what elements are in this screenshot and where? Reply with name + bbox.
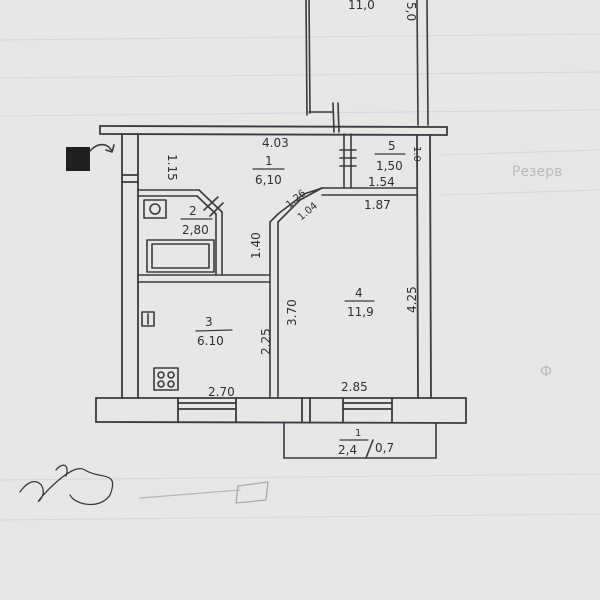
room-5-area: 1,50 bbox=[376, 159, 403, 173]
dim-2-70: 2.70 bbox=[208, 385, 235, 399]
room-3-rule bbox=[195, 329, 233, 332]
extension-area: 11,0 bbox=[348, 0, 375, 12]
room-4-number: 4 bbox=[355, 286, 363, 300]
balcony-depth: 0,7 bbox=[375, 441, 394, 455]
dim-4-25: 4.25 bbox=[405, 286, 419, 313]
dim-2-85: 2.85 bbox=[341, 380, 368, 394]
entry-stamp bbox=[66, 147, 90, 171]
dim-1-87: 1.87 bbox=[364, 198, 391, 212]
entry-arrow-icon bbox=[89, 143, 115, 153]
room-3-area: 6.10 bbox=[197, 334, 224, 348]
dim-2-25: 2.25 bbox=[259, 328, 273, 355]
interior-walls bbox=[137, 133, 418, 399]
dim-1-0: 1.0 bbox=[411, 146, 422, 162]
room-1-number: 1 bbox=[265, 154, 273, 168]
balcony-number: 1 bbox=[355, 428, 361, 439]
top-extension bbox=[305, 0, 429, 133]
bg-text-reserve: Резерв bbox=[512, 164, 562, 180]
room-4-area: 11,9 bbox=[347, 305, 374, 319]
outer-walls bbox=[95, 125, 467, 424]
room-2-area: 2,80 bbox=[182, 223, 209, 237]
top-wall-dim: 4.03 bbox=[262, 136, 289, 150]
dim-3-70: 3.70 bbox=[285, 299, 299, 326]
extension-side-dim: 5,0 bbox=[404, 2, 418, 21]
signature-scribble bbox=[19, 464, 269, 506]
dim-1-54: 1.54 bbox=[368, 175, 395, 189]
bg-text-mark: Ф bbox=[540, 364, 552, 380]
balcony-width: 2,4 bbox=[338, 443, 357, 457]
dim-1-04: 1.04 bbox=[296, 200, 320, 223]
dim-1-40: 1.40 bbox=[249, 232, 263, 259]
room-5-number: 5 bbox=[388, 139, 396, 153]
room-1-area: 6,10 bbox=[255, 173, 282, 187]
balcony bbox=[283, 422, 437, 459]
paper-lines bbox=[0, 33, 600, 521]
room-2-number: 2 bbox=[189, 204, 197, 218]
room-3-number: 3 bbox=[205, 315, 213, 329]
left-wall-dim: 1.15 bbox=[165, 154, 179, 181]
